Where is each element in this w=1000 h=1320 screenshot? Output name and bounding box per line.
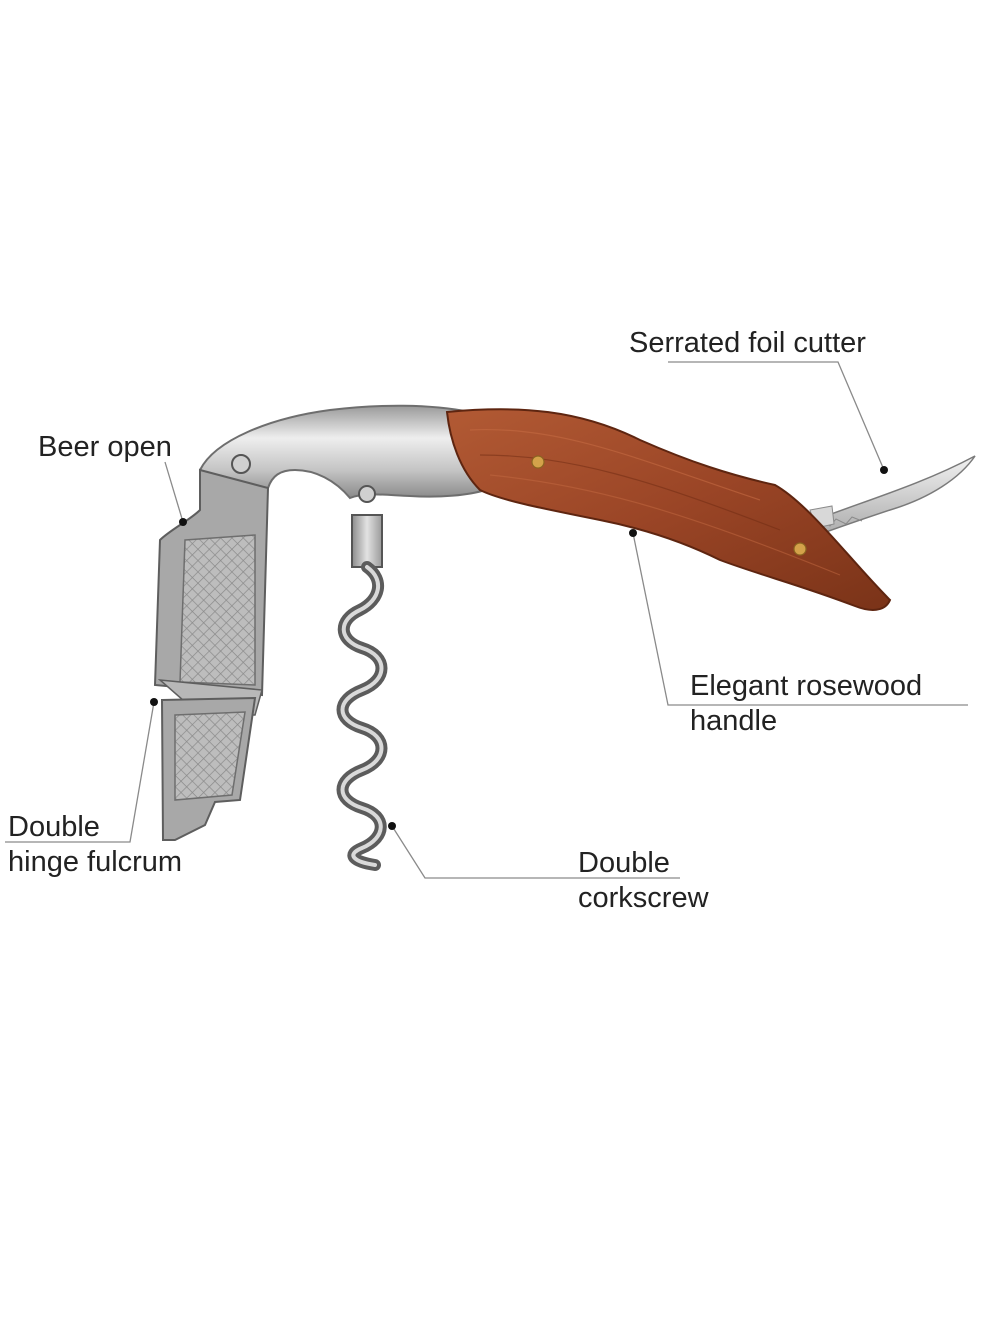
callout-fulcrum-line2: hinge fulcrum [8,846,183,878]
callout-beer-open-line1: Beer open [38,431,172,463]
handle-rivet-2 [793,542,807,556]
steel-lever-arm [198,404,487,503]
double-hinge-fulcrum [153,468,270,841]
callout-handle-line2: handle [690,705,778,737]
callout-double-hinge-fulcrum: Double hinge fulcrum [8,810,182,880]
callout-beer-open: Beer open [38,430,172,465]
pivot-rivet-middle [358,485,376,503]
leader-handle [632,532,968,706]
dot-beer-open [179,518,187,526]
callout-corkscrew-line2: corkscrew [578,882,709,914]
leader-fulcrum [5,701,155,843]
callout-handle-line1: Elegant rosewood [690,670,923,702]
dot-fulcrum [150,698,158,706]
rosewood-handle [445,408,892,611]
leader-beer-open [164,461,184,523]
dot-corkscrew [388,822,396,830]
handle-rivet-1 [531,455,545,469]
pivot-rivet-front [231,454,251,474]
callout-double-corkscrew: Double corkscrew [578,846,709,916]
corkscrew-worm [336,514,388,871]
callout-rosewood-handle: Elegant rosewood handle [690,669,922,739]
dot-foil-cutter [880,466,888,474]
callout-foil-cutter-line1: Serrated foil cutter [629,327,866,359]
leader-lines [5,361,968,879]
callout-serrated-foil-cutter: Serrated foil cutter [629,326,866,361]
leader-corkscrew [391,825,680,879]
callout-corkscrew-line1: Double [578,847,670,879]
callout-dots [150,466,888,830]
dot-handle [629,529,637,537]
callout-fulcrum-line1: Double [8,811,100,843]
leader-foil-cutter [668,361,885,471]
